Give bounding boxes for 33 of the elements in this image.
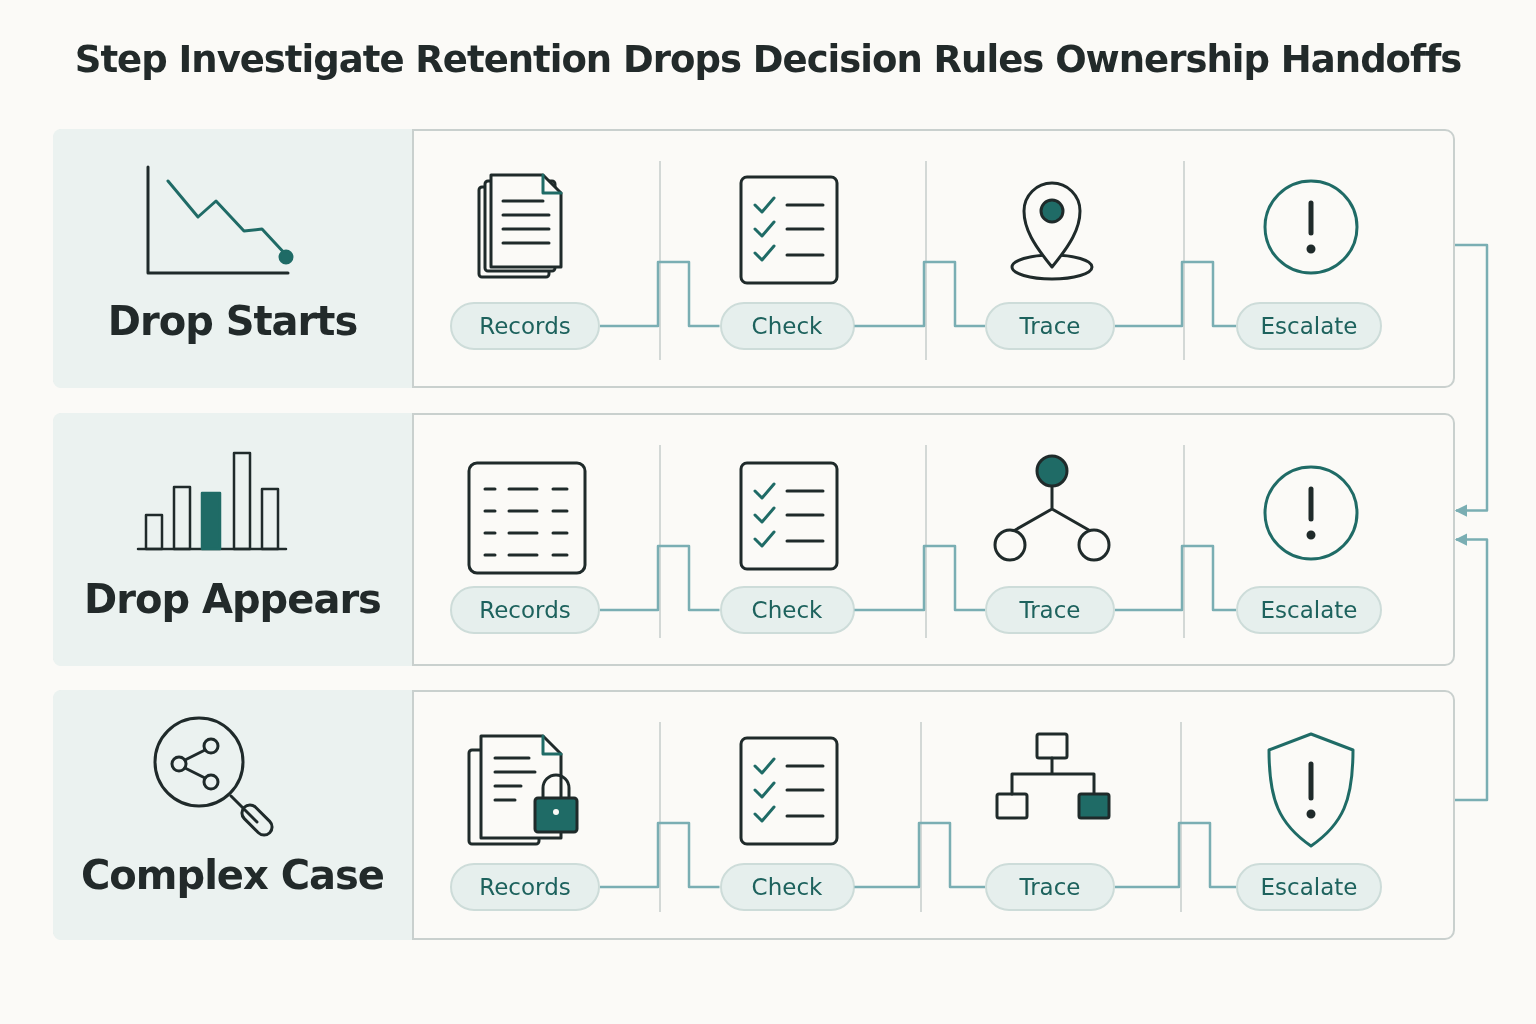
stage-header-panel — [53, 413, 414, 666]
step-connector — [600, 821, 720, 889]
step-pill: Trace — [985, 586, 1115, 634]
step-connector — [854, 544, 985, 612]
step-pill: Escalate — [1236, 586, 1382, 634]
arrow — [1454, 243, 1489, 517]
stage-title: Drop Appears — [83, 576, 382, 622]
step-connector — [854, 821, 985, 889]
row-panel — [53, 129, 1455, 388]
step-pill: Escalate — [1236, 302, 1382, 350]
step-pill: Check — [719, 302, 855, 350]
step-connector — [854, 260, 985, 328]
step-pill: Records — [450, 586, 600, 634]
arrow — [1454, 533, 1489, 802]
row-panel — [53, 690, 1455, 940]
step-pill: Records — [450, 302, 600, 350]
step-connector — [1115, 260, 1236, 328]
stage-title: Complex Case — [80, 852, 385, 898]
step-connector — [1115, 821, 1236, 889]
stage-header-panel — [53, 690, 414, 940]
step-connector — [600, 544, 720, 612]
step-pill: Records — [450, 863, 600, 911]
row-panel — [53, 413, 1455, 666]
step-pill: Escalate — [1236, 863, 1382, 911]
step-pill: Check — [719, 863, 855, 911]
step-connector — [600, 260, 720, 328]
step-connector — [1115, 544, 1236, 612]
step-pill: Check — [719, 586, 855, 634]
diagram-title: Step Investigate Retention Drops Decision Rules Ownership Handoffs — [73, 38, 1463, 81]
stage-header-panel — [53, 129, 414, 388]
stage-title: Drop Starts — [106, 298, 359, 344]
step-pill: Trace — [985, 863, 1115, 911]
step-pill: Trace — [985, 302, 1115, 350]
